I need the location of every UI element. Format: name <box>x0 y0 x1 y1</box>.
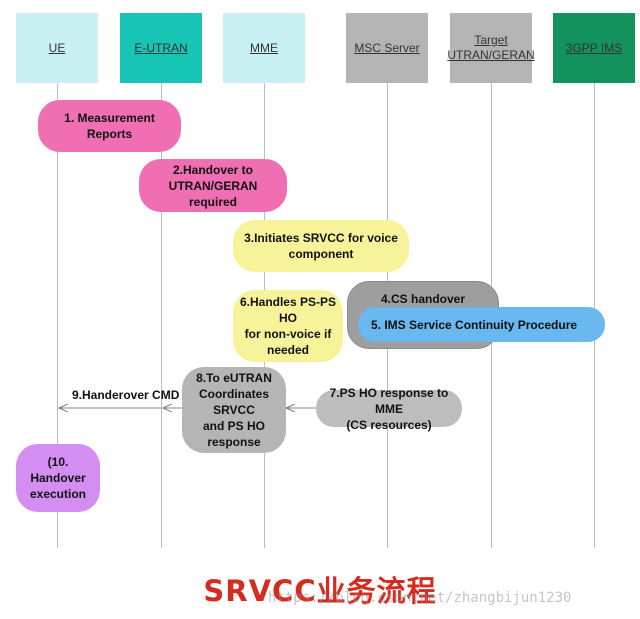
entity-target-utran-geran: Target UTRAN/GERAN <box>447 13 535 83</box>
step-5-line1: 5. IMS Service Continuity Procedure <box>371 317 578 332</box>
step-6-handles-ps-ps-ho: 6.Handles PS-PS HO for non-voice if needed <box>233 290 343 362</box>
step-10-handover-execution: (10. Handover execution <box>16 444 100 512</box>
entity-msc-server: MSC Server <box>346 13 428 83</box>
step-6-line1: 6.Handles PS-PS HO <box>239 295 337 325</box>
step-7-ps-ho-response: 7.PS HO response to MME(CS resources) <box>316 386 462 432</box>
entity-ue-label: UE <box>48 40 66 55</box>
diagram-title: SRVCC业务流程 <box>203 574 437 608</box>
entity-ims-label: 3GPP IMS <box>565 40 623 55</box>
entity-eutran: E-UTRAN <box>120 13 202 83</box>
step-3-initiates-srvcc: 3.Initiates SRVCC for voice component <box>233 220 409 272</box>
entity-msc-label: MSC Server <box>354 40 420 55</box>
step-8-line1: 8.To eUTRAN <box>196 371 272 385</box>
step-2-line2: required <box>188 194 237 209</box>
step-9-handover-cmd-label: 9.Handerover CMD <box>72 388 180 402</box>
step-10-line1: (10. Handover <box>30 455 86 485</box>
step-1-line1: 1. Measurement <box>64 111 155 125</box>
entity-ue: UE <box>16 13 98 83</box>
entity-target-label-line1: Target <box>474 33 508 47</box>
entity-mme: MME <box>223 13 305 83</box>
step-3-line2: component <box>288 247 354 261</box>
entity-mme-label: MME <box>250 40 278 55</box>
step-7-line2: (CS resources) <box>346 417 432 432</box>
step-10-line2: execution <box>29 487 86 501</box>
entity-3gpp-ims: 3GPP IMS <box>553 13 635 83</box>
step-6-line3: needed <box>266 343 309 357</box>
step-1-line2: Reports <box>86 127 133 141</box>
watermark-url: https://blog.csdn.net/zhangbijun1230 <box>268 590 572 606</box>
lifeline-eutran <box>161 83 162 548</box>
step-8-line2: Coordinates SRVCC <box>198 387 269 417</box>
entity-eutran-label: E-UTRAN <box>134 40 188 55</box>
entity-target-label-line2: UTRAN/GERAN <box>447 48 535 62</box>
step-6-line2: for non-voice if <box>244 327 332 341</box>
lifeline-ue <box>57 83 58 548</box>
step-2-line1: 2.Handover to UTRAN/GERAN <box>168 162 258 193</box>
step-5-ims-service-continuity: 5. IMS Service Continuity Procedure <box>358 307 605 342</box>
step-8-line3: and PS HO response <box>202 419 265 449</box>
step-3-line1: 3.Initiates SRVCC for voice <box>244 231 398 245</box>
step-7-line1: 7.PS HO response to MME <box>329 385 449 416</box>
